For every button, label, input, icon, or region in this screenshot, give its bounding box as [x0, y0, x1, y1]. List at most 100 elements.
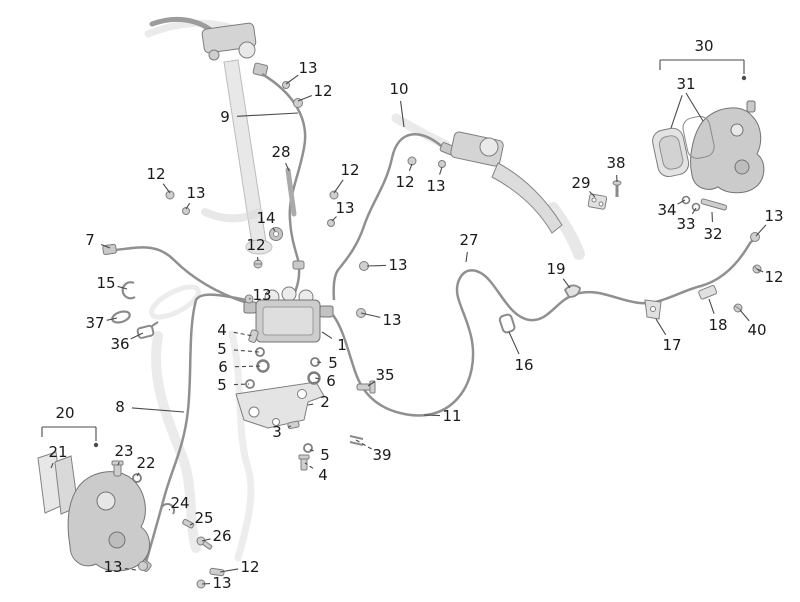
oring-37 — [111, 310, 131, 324]
leader-line — [691, 207, 697, 215]
frame-background — [144, 19, 585, 562]
part-label-13: 13 — [186, 184, 205, 202]
bolt-25 — [182, 518, 195, 529]
part-label-36: 36 — [110, 335, 129, 353]
pad-pin-32-33-34 — [681, 195, 728, 212]
part-label-5: 5 — [217, 376, 227, 394]
part-label-30: 30 — [694, 37, 713, 55]
leader-line — [219, 568, 239, 573]
part-label-40: 40 — [747, 321, 766, 339]
leader-line — [670, 95, 683, 129]
part-label-11: 11 — [442, 407, 461, 425]
front-caliper-body — [67, 471, 150, 572]
leader-line — [314, 377, 320, 380]
leader-line — [400, 100, 405, 128]
mounting-bracket-2 — [235, 381, 325, 429]
leader-line — [307, 448, 314, 452]
leader-line — [285, 74, 299, 85]
leader-line — [360, 312, 381, 318]
part-label-7: 7 — [85, 231, 95, 249]
bottom-fasteners — [196, 567, 225, 589]
leader-line — [756, 268, 764, 273]
part-label-6: 6 — [326, 372, 336, 390]
part-label-13: 13 — [335, 199, 354, 217]
part-label-31: 31 — [676, 75, 695, 93]
part-label-12: 12 — [395, 173, 414, 191]
part-label-34: 34 — [657, 201, 676, 219]
leader-line — [233, 331, 254, 337]
leader-lines — [50, 74, 767, 585]
leader-line — [331, 216, 337, 222]
leader-line — [297, 94, 313, 102]
part-label-20: 20 — [55, 404, 74, 422]
bracket-29 — [587, 193, 608, 210]
part-label-5: 5 — [320, 446, 330, 464]
leader-line — [562, 278, 571, 289]
clip-39 — [349, 435, 364, 446]
part-label-4: 4 — [318, 466, 328, 484]
part-label-28: 28 — [271, 143, 290, 161]
part-label-37: 37 — [85, 314, 104, 332]
leader-line — [755, 224, 767, 237]
bracket-18 — [698, 285, 718, 300]
part-label-13: 13 — [103, 558, 122, 576]
part-label-29: 29 — [571, 174, 590, 192]
leader-line — [508, 331, 520, 355]
washer-22 — [132, 473, 142, 483]
screw-12-mid — [253, 259, 263, 269]
leader-line — [355, 439, 372, 450]
leader-line — [124, 568, 137, 571]
leader-line — [130, 332, 144, 340]
part-label-23: 23 — [114, 442, 133, 460]
leader-line — [708, 298, 715, 314]
part-label-16: 16 — [514, 356, 533, 374]
part-label-8: 8 — [115, 398, 125, 416]
leader-line — [189, 522, 194, 526]
part-label-9: 9 — [220, 108, 230, 126]
leader-line — [131, 407, 185, 413]
front-master-cylinder — [149, 16, 269, 77]
part-label-13: 13 — [388, 256, 407, 274]
caliper-cover-31 — [652, 115, 715, 178]
part-label-12: 12 — [246, 236, 265, 254]
part-label-25: 25 — [194, 509, 213, 527]
part-label-12: 12 — [146, 165, 165, 183]
clip-15 — [121, 281, 136, 300]
leader-line — [739, 309, 750, 322]
leader-line — [423, 414, 441, 417]
part-label-5: 5 — [328, 354, 338, 372]
leader-line — [136, 472, 140, 477]
part-label-12: 12 — [240, 558, 259, 576]
leader-line — [201, 538, 211, 542]
leader-line — [655, 318, 667, 336]
leader-line — [106, 317, 118, 321]
part-label-1: 1 — [337, 336, 347, 354]
leader-line — [236, 112, 299, 117]
part-label-22: 22 — [136, 454, 155, 472]
hose-sleeve-28 — [285, 167, 297, 217]
part-label-12: 12 — [340, 161, 359, 179]
group-bracket-dots — [93, 75, 747, 448]
leader-line — [439, 166, 443, 175]
leader-line — [168, 508, 171, 511]
part-label-13: 13 — [298, 59, 317, 77]
part-label-6: 6 — [218, 358, 228, 376]
leader-line — [272, 227, 276, 232]
leader-line — [50, 462, 54, 469]
rear-banjo-fittings — [750, 232, 762, 274]
part-label-13: 13 — [764, 207, 783, 225]
leader-line — [307, 403, 314, 406]
leader-line — [408, 163, 413, 172]
leader-line — [287, 425, 292, 428]
leader-line — [117, 461, 120, 466]
bracket-17 — [644, 299, 662, 320]
hose-guide-19 — [563, 284, 581, 298]
part-label-18: 18 — [708, 316, 727, 334]
part-label-13: 13 — [382, 311, 401, 329]
fork-tube — [201, 59, 273, 255]
part-label-14: 14 — [256, 209, 275, 227]
leader-line — [465, 251, 468, 263]
part-label-24: 24 — [170, 494, 189, 512]
leader-line — [185, 202, 191, 210]
part-label-5: 5 — [217, 340, 227, 358]
